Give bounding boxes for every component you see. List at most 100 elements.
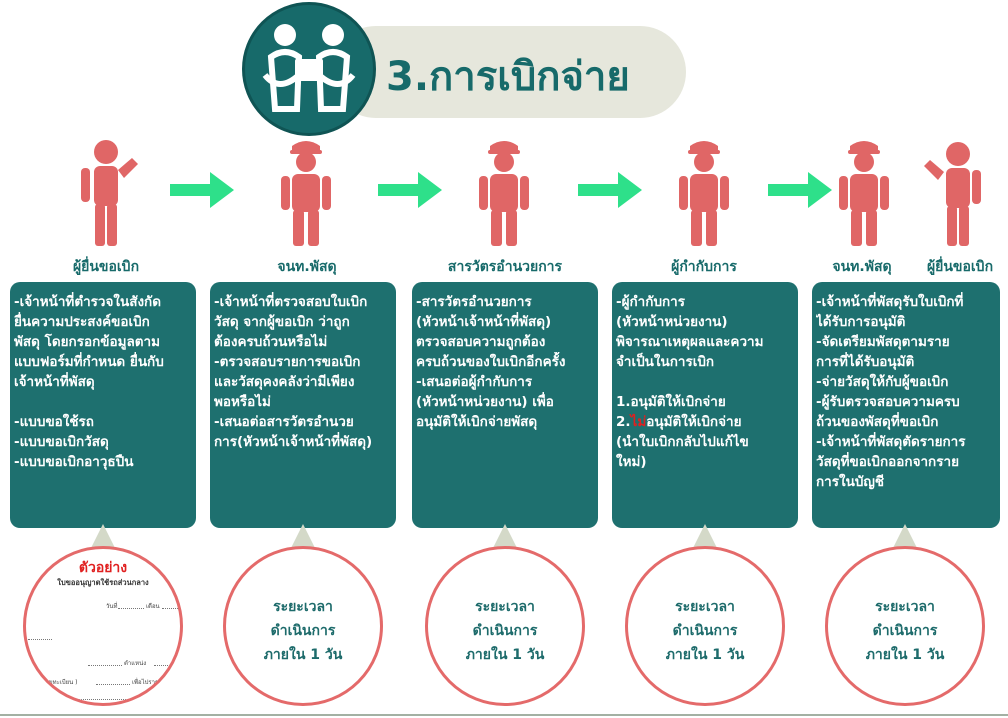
- step-line: -เจ้าหน้าที่พัสดุรับใบเบิกที่: [816, 294, 964, 310]
- step-line: พอหรือไม่: [214, 394, 271, 410]
- duration-line: ภายใน 1 วัน: [865, 647, 945, 663]
- step-line: -จัดเตรียมพัสดุตามราย: [816, 334, 950, 350]
- role-label: ผู้ยื่นขอเบิก: [72, 259, 140, 275]
- duration-circle: ระยะเวลา ดำเนินการ ภายใน 1 วัน: [425, 546, 585, 706]
- step-line: การ(หัวหน้าเจ้าหน้าที่พัสดุ): [214, 434, 373, 450]
- step-line: -เจ้าหน้าที่พัสดุตัดรายการ: [816, 434, 966, 450]
- form-line: [118, 608, 144, 609]
- step-line: -เสนอต่อผู้กำกับการ: [416, 374, 533, 390]
- example-form-circle: ตัวอย่าง ใบขออนุญาตใช้รถส่วนกลาง วันที่ …: [23, 546, 183, 706]
- step-line: -แบบขอเบิกอาวุธปืน: [14, 454, 134, 470]
- page-title: 3.การเบิกจ่าย: [386, 54, 630, 100]
- step-line: แบบฟอร์มที่กำหนด ยื่นกับ: [14, 354, 164, 370]
- step-line: ครบถ้วนของใบเบิกอีกครั้ง: [416, 354, 566, 370]
- step-line: การในบัญชี: [816, 474, 885, 490]
- duration-line: ดำเนินการ: [472, 623, 538, 639]
- duration-line: ภายใน 1 วัน: [465, 647, 545, 663]
- role-label: ผู้ยื่นขอเบิก: [926, 259, 994, 275]
- step-line: วัสดุ จากผู้ขอเบิก ว่าถูก: [214, 314, 350, 330]
- step-line: (หัวหน้าหน่วยงาน): [616, 314, 728, 330]
- step-line: -สารวัตรอำนวยการ: [416, 294, 532, 310]
- spacer: [14, 392, 192, 412]
- step-description-box: -เจ้าหน้าที่พัสดุรับใบเบิกที่ ได้รับการอ…: [812, 282, 1000, 528]
- step-line: -ตรวจสอบรายการขอเบิก: [214, 354, 361, 370]
- duration-circle: ระยะเวลา ดำเนินการ ภายใน 1 วัน: [223, 546, 383, 706]
- option-text: อนุมัติให้เบิกจ่าย: [646, 414, 742, 430]
- duration-circle: ระยะเวลา ดำเนินการ ภายใน 1 วัน: [825, 546, 985, 706]
- step-description-box: -เจ้าหน้าที่ตำรวจในสังกัด ยื่นความประสงค…: [10, 282, 196, 528]
- option-number: 2.: [616, 414, 631, 430]
- step-line: ตรวจสอบความถูกต้อง: [416, 334, 546, 350]
- step-line: -เจ้าหน้าที่ตรวจสอบใบเบิก: [214, 294, 368, 310]
- officer-figure-icon: [479, 141, 529, 246]
- duration-line: ภายใน 1 วัน: [263, 647, 343, 663]
- duration-line: ดำเนินการ: [872, 623, 938, 639]
- form-position-label: ตำแหน่ง: [124, 660, 147, 667]
- duration-circle: ระยะเวลา ดำเนินการ ภายใน 1 วัน: [625, 546, 785, 706]
- step-line: พัสดุ โดยกรอกข้อมูลตาม: [14, 334, 160, 350]
- step-description-box: -ผู้กำกับการ (หัวหน้าหน่วยงาน) พิจารณาเห…: [612, 282, 798, 528]
- applicant-figure-icon: [924, 142, 981, 246]
- step-line: -เจ้าหน้าที่ตำรวจในสังกัด: [14, 294, 161, 310]
- form-plate-label: หมายเลขทะเบียน ): [28, 679, 78, 686]
- step-line: (หัวหน้าหน่วยงาน) เพื่อ: [416, 394, 554, 410]
- duration-line: ระยะเวลา: [273, 599, 333, 615]
- step-line: -แบบขอใช้รถ: [14, 414, 94, 430]
- step-line: ได้รับการอนุมัติ: [816, 314, 906, 330]
- duration-line: ภายใน 1 วัน: [665, 647, 745, 663]
- right-arrow-icon: [578, 172, 642, 208]
- title-banner: [330, 26, 686, 118]
- form-line: [36, 699, 176, 700]
- step-line: วัสดุที่ขอเบิกออกจากราย: [816, 454, 959, 470]
- example-title: ตัวอย่าง: [78, 560, 128, 576]
- step-line: ใหม่): [616, 454, 647, 470]
- form-date-label: วันที่: [106, 603, 118, 610]
- not-highlight: ไม่: [630, 414, 647, 430]
- form-month-label: เดือน: [146, 603, 160, 610]
- step-line: เจ้าหน้าที่พัสดุ: [14, 374, 95, 390]
- duration-text: ระยะเวลา ดำเนินการ ภายใน 1 วัน: [828, 595, 982, 667]
- right-arrow-icon: [170, 172, 234, 208]
- officer-figure-icon: [281, 141, 331, 246]
- right-arrow-icon: [768, 172, 832, 208]
- step-description-box: -เจ้าหน้าที่ตรวจสอบใบเบิก วัสดุ จากผู้ขอ…: [210, 282, 396, 528]
- duration-text: ระยะเวลา ดำเนินการ ภายใน 1 วัน: [628, 595, 782, 667]
- reject-option: 2.ไม่อนุมัติให้เบิกจ่าย: [616, 412, 794, 432]
- step-line: -จ่ายวัสดุให้กับผู้ขอเบิก: [816, 374, 949, 390]
- spacer: [616, 372, 794, 392]
- duration-text: ระยะเวลา ดำเนินการ ภายใน 1 วัน: [226, 595, 380, 667]
- form-purpose-label: เพื่อไปราชก: [132, 679, 163, 686]
- step-line: จำเป็นในการเบิก: [616, 354, 715, 370]
- handover-icon: [242, 2, 376, 136]
- step-line: -เสนอต่อสารวัตรอำนวย: [214, 414, 354, 430]
- step-line: การที่ได้รับอนุมัติ: [816, 354, 915, 370]
- step-line: ถ้วนของพัสดุที่ขอเบิก: [816, 414, 939, 430]
- step-line: ยื่นความประสงค์ขอเบิก: [14, 314, 150, 330]
- duration-text: ระยะเวลา ดำเนินการ ภายใน 1 วัน: [428, 595, 582, 667]
- applicant-figure-icon: [81, 140, 138, 246]
- form-line: [28, 639, 52, 640]
- bottom-divider: [0, 714, 1008, 716]
- step-line: (หัวหน้าเจ้าหน้าที่พัสดุ): [416, 314, 552, 330]
- example-form-title: ใบขออนุญาตใช้รถส่วนกลาง: [57, 578, 149, 587]
- duration-line: ระยะเวลา: [475, 599, 535, 615]
- step-line: พิจารณาเหตุผลและความ: [616, 334, 764, 350]
- duration-line: ดำเนินการ: [672, 623, 738, 639]
- step-line: ต้องครบถ้วนหรือไม่: [214, 334, 328, 350]
- officer-figure-icon: [679, 141, 729, 246]
- step-line: -แบบขอเบิกวัสดุ: [14, 434, 109, 450]
- step-description-box: -สารวัตรอำนวยการ (หัวหน้าเจ้าหน้าที่พัสด…: [412, 282, 598, 528]
- step-line: -ผู้รับตรวจสอบความครบ: [816, 394, 960, 410]
- step-line: (นำใบเบิกกลับไปแก้ไข: [616, 434, 749, 450]
- step-line: อนุมัติให้เบิกจ่ายพัสดุ: [416, 414, 538, 430]
- role-label: จนท.พัสดุ: [832, 259, 892, 275]
- approve-option: 1.อนุมัติให้เบิกจ่าย: [616, 394, 726, 410]
- step-line: -ผู้กำกับการ: [616, 294, 686, 310]
- role-label: จนท.พัสดุ: [277, 259, 337, 275]
- officer-figure-icon: [839, 141, 889, 246]
- form-line: [96, 684, 130, 685]
- step-line: และวัสดุคงคลังว่ามีเพียง: [214, 374, 355, 390]
- form-line: [88, 665, 122, 666]
- form-line: [162, 608, 180, 609]
- duration-line: ระยะเวลา: [875, 599, 935, 615]
